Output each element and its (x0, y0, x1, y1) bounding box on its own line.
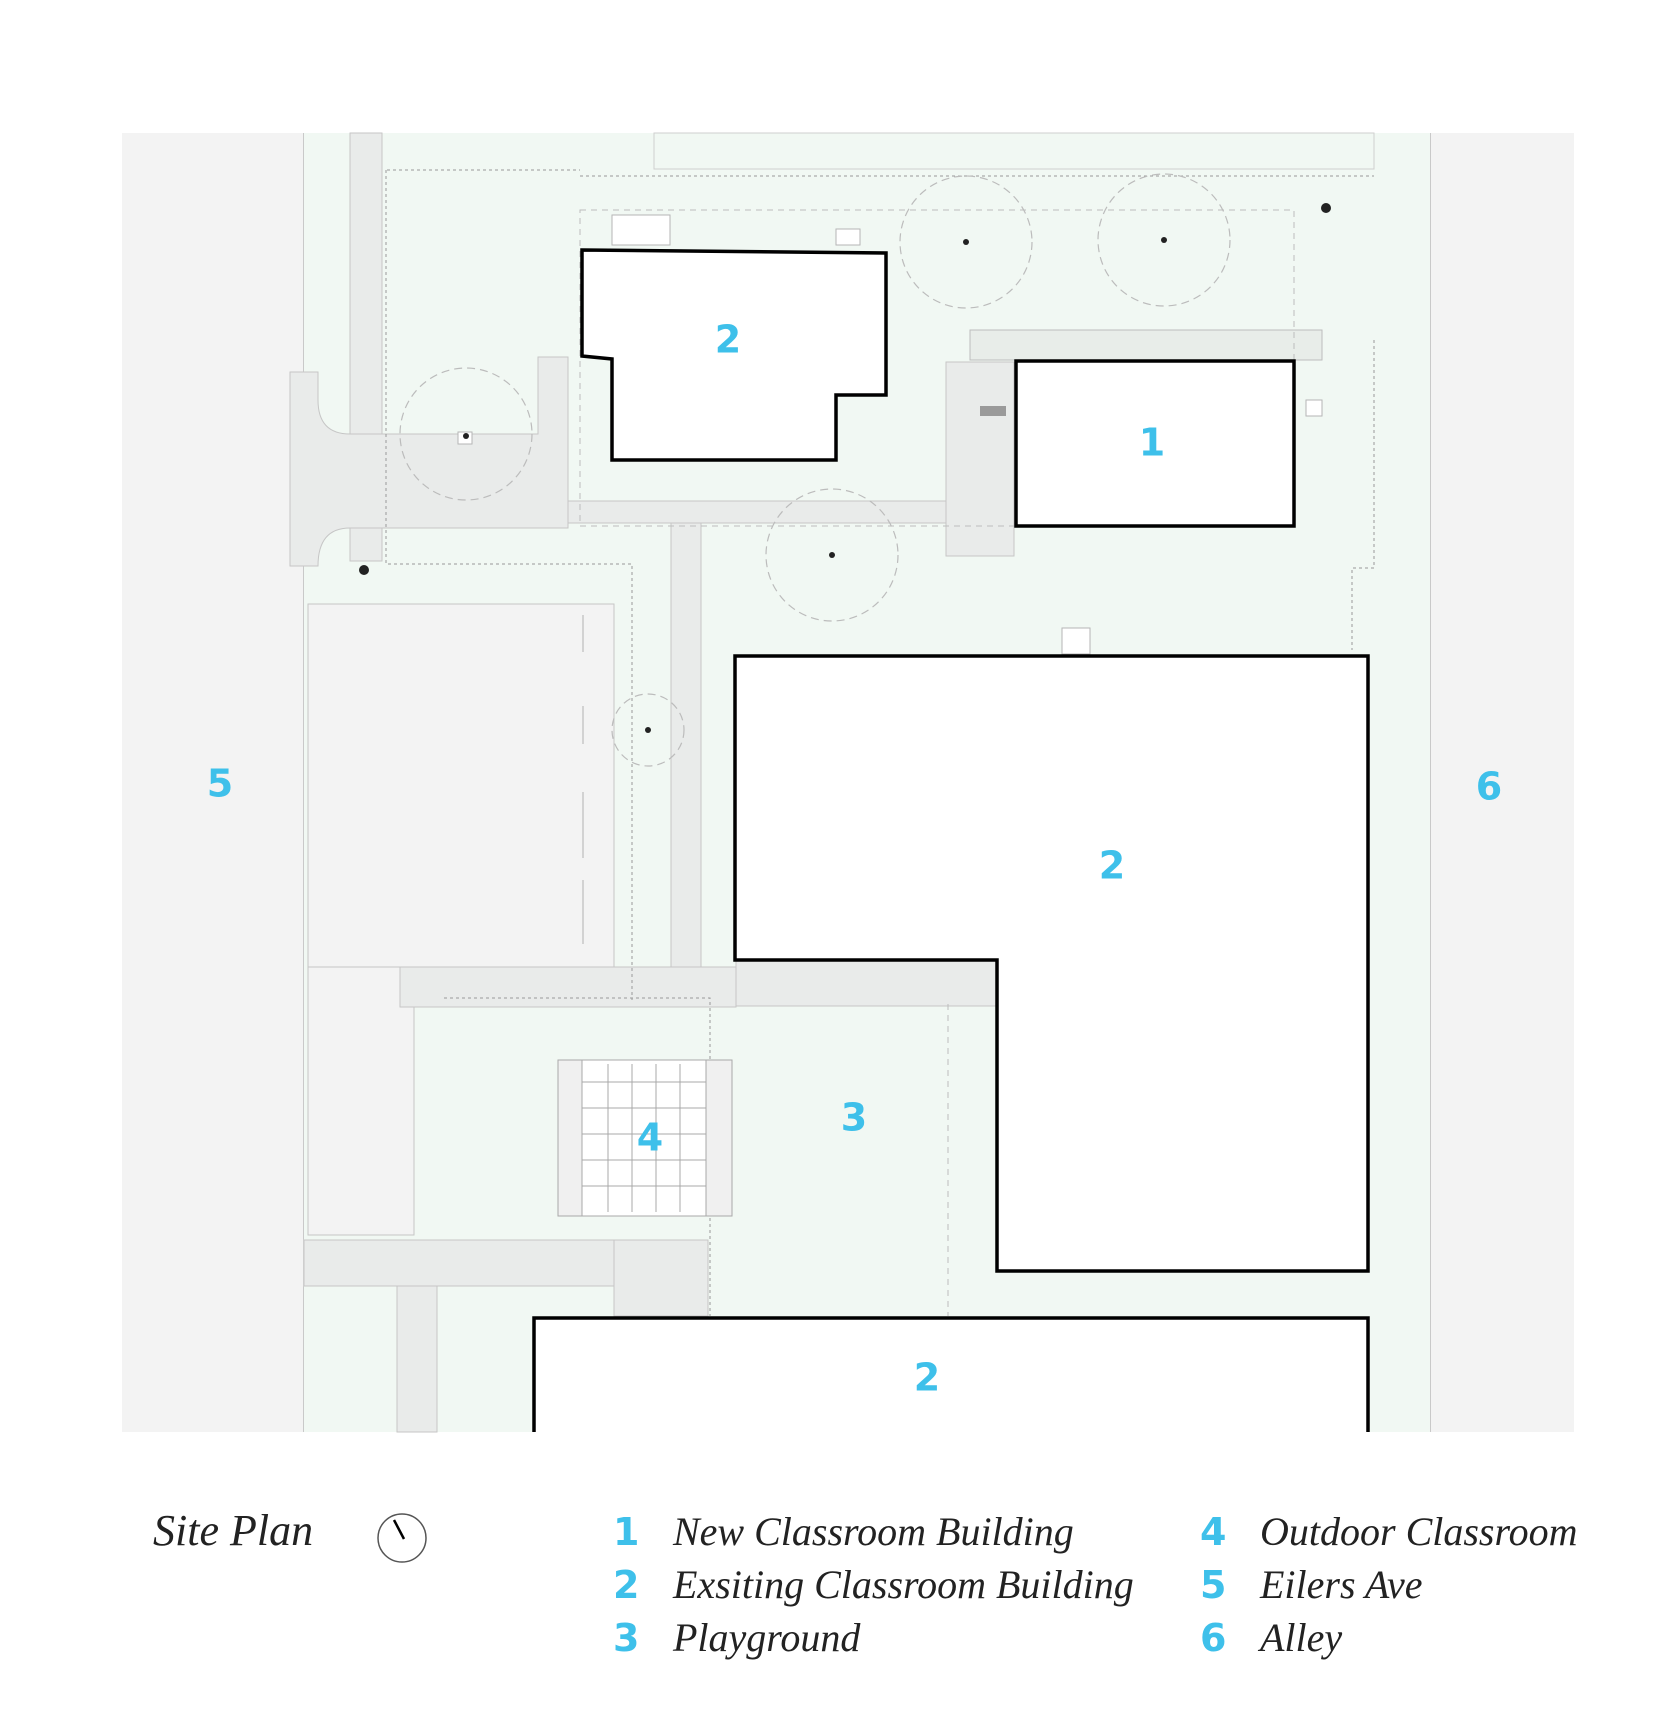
legend-title: Site Plan (153, 1506, 314, 1555)
building-existing-north (580, 248, 888, 462)
deck-north (969, 329, 1323, 361)
tree-icon (399, 367, 533, 501)
legend-item: 5 Eilers Ave (1200, 1561, 1577, 1614)
building-existing-south (532, 1316, 1370, 1432)
legend-item: 4 Outdoor Classroom (1200, 1508, 1577, 1561)
label-outdoor-classroom: 4 (637, 1116, 663, 1160)
legend-column-left: 1 New Classroom Building 2 Exsiting Clas… (613, 1508, 1134, 1667)
legend-number: 2 (613, 1563, 640, 1607)
label-existing-north: 2 (715, 318, 741, 362)
legend-label: Outdoor Classroom (1260, 1509, 1578, 1554)
outdoor-classroom-structure (557, 1059, 733, 1217)
walkway-east-west (567, 500, 977, 524)
legend-number: 1 (613, 1510, 640, 1554)
label-playground: 3 (841, 1096, 867, 1140)
tree-icon (765, 488, 899, 622)
legend-item: 3 Playground (613, 1614, 1134, 1667)
legend-label: New Classroom Building (673, 1509, 1074, 1554)
walkway-north-south (670, 522, 702, 969)
tree-icon (1097, 173, 1231, 307)
label-new-building: 1 (1139, 421, 1165, 465)
trees (399, 173, 1231, 767)
deck-west (945, 361, 1015, 557)
parking-lot (307, 603, 615, 968)
legend-item: 6 Alley (1200, 1614, 1577, 1667)
legend-label: Exsiting Classroom Building (673, 1562, 1134, 1607)
legend-number: 3 (613, 1616, 640, 1660)
legend-label: Eilers Ave (1260, 1562, 1423, 1607)
tree-icon (611, 693, 685, 767)
walkway-south (303, 1239, 615, 1287)
label-alley-east: 6 (1476, 765, 1502, 809)
entry-paving (289, 356, 569, 567)
legend-label: Alley (1260, 1615, 1343, 1660)
label-street-west: 5 (207, 762, 233, 806)
legend-number: 5 (1200, 1563, 1227, 1607)
label-existing-south: 2 (914, 1356, 940, 1400)
legend-item: 1 New Classroom Building (613, 1508, 1134, 1561)
legend-number: 4 (1200, 1510, 1227, 1554)
building-new-classroom (1014, 359, 1296, 528)
north-arrow-icon (377, 1513, 427, 1563)
legend-number: 6 (1200, 1616, 1227, 1660)
tree-icon (899, 175, 1033, 309)
legend-column-right: 4 Outdoor Classroom 5 Eilers Ave 6 Alley (1200, 1508, 1577, 1667)
street-eilers-ave (122, 133, 304, 1432)
street-alley (1430, 133, 1574, 1432)
legend-item: 2 Exsiting Classroom Building (613, 1561, 1134, 1614)
building-existing-main (733, 654, 1370, 1273)
label-existing-main: 2 (1099, 844, 1125, 888)
legend-label: Playground (673, 1615, 861, 1660)
